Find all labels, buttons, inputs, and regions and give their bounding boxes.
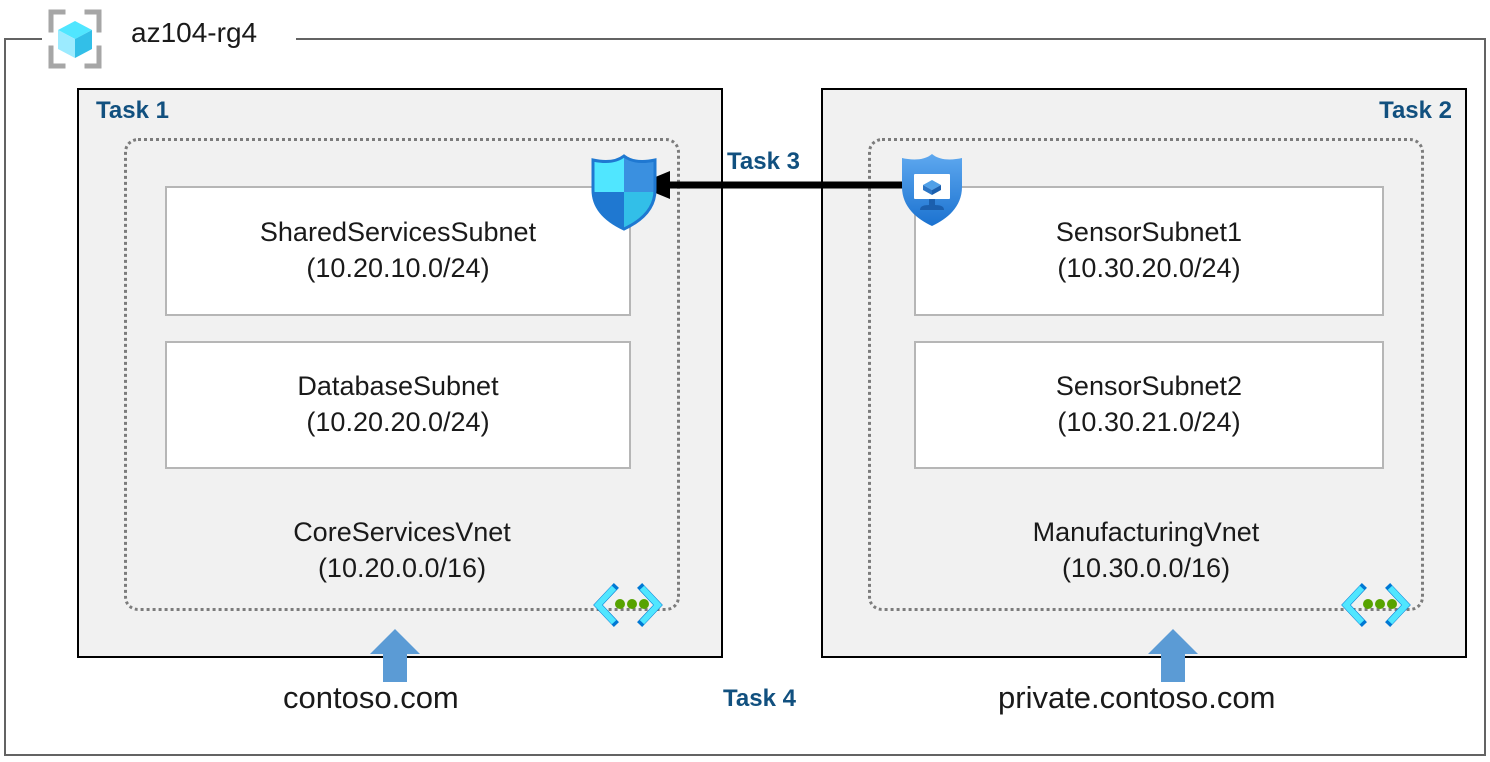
resource-group-frame-bottom [4,754,1486,756]
resource-group-frame-left [4,38,6,756]
resource-group-frame-top-right [296,38,1486,40]
virtual-machine-shield-icon [894,150,970,230]
dns-zone-contoso: contoso.com [283,680,459,715]
dns-link-up-arrow-icon [370,629,420,682]
manufacturingvnet-caption: ManufacturingVnet (10.30.0.0/16) [868,515,1424,587]
vnet-name: CoreServicesVnet [293,517,511,547]
task-1-label: Task 1 [96,97,169,124]
dns-zone-private-contoso: private.contoso.com [998,680,1276,715]
subnet-sharedservicessubnet[interactable]: SharedServicesSubnet (10.20.10.0/24) [165,186,631,316]
subnet-name: SensorSubnet1 [1055,217,1243,248]
resource-group-cube-icon [44,8,106,70]
vnet-brackets-icon [1340,583,1412,627]
resource-group-frame-top-left [4,38,42,40]
vnet-cidr: (10.30.0.0/16) [1061,552,1231,583]
subnet-sensorsubnet2[interactable]: SensorSubnet2 (10.30.21.0/24) [914,341,1384,469]
task-3-label: Task 3 [723,148,804,176]
subnet-sensorsubnet1[interactable]: SensorSubnet1 (10.30.20.0/24) [914,186,1384,316]
subnet-cidr: (10.30.20.0/24) [1057,253,1241,283]
vnet-name: ManufacturingVnet [1032,517,1260,547]
resource-group-frame-right [1484,38,1486,756]
vnet-brackets-icon [592,583,664,627]
dns-link-up-arrow-icon [1148,629,1198,682]
subnet-cidr: (10.20.10.0/24) [306,253,490,283]
task-2-label: Task 2 [1379,97,1452,124]
task-4-label: Task 4 [723,685,796,712]
network-security-group-shield-icon [584,152,664,232]
corservicesvnet-container [124,138,680,611]
subnet-cidr: (10.30.21.0/24) [1057,407,1241,437]
subnet-databasesubnet[interactable]: DatabaseSubnet (10.20.20.0/24) [165,341,631,469]
subnet-cidr: (10.20.20.0/24) [306,407,490,437]
subnet-name: SensorSubnet2 [1055,371,1243,402]
resource-group-title: az104-rg4 [131,17,258,48]
subnet-name: DatabaseSubnet [297,371,499,402]
subnet-name: SharedServicesSubnet [259,217,537,248]
manufacturingvnet-container [868,138,1424,611]
vnet-cidr: (10.20.0.0/16) [317,552,487,583]
corservicesvnet-caption: CoreServicesVnet (10.20.0.0/16) [124,515,680,587]
